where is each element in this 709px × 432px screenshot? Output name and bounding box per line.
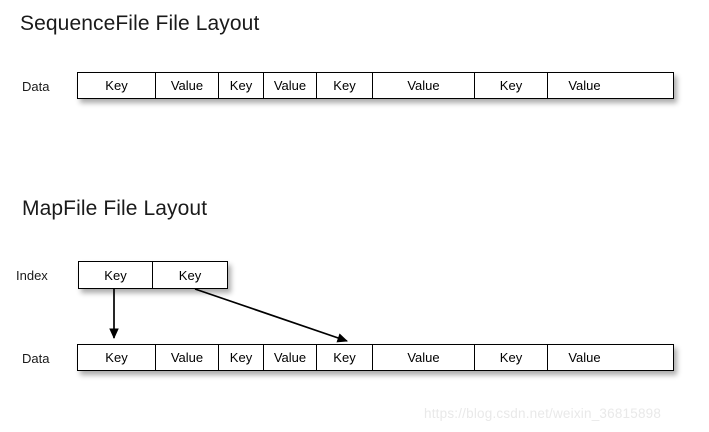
data-cell-value-3: Value (373, 73, 475, 98)
mapfile-index-row: Key Key (78, 261, 228, 289)
data-cell-key-3: Key (317, 73, 373, 98)
index-row-label: Index (16, 268, 48, 283)
mapfile-data-cell-key-4: Key (475, 345, 548, 370)
sequencefile-data-row: Key Value Key Value Key Value Key Value (77, 72, 674, 99)
data-cell-key-1: Key (78, 73, 156, 98)
data-cell-value-1: Value (156, 73, 219, 98)
data-cell-key-2: Key (219, 73, 264, 98)
csdn-watermark: https://blog.csdn.net/weixin_36815898 (424, 406, 662, 421)
data-cell-key-4: Key (475, 73, 548, 98)
index-cell-key-1: Key (79, 262, 153, 288)
mapfile-section-title: MapFile File Layout (22, 197, 208, 220)
index-cell-key-2: Key (153, 262, 227, 288)
mapfile-data-cell-value-1: Value (156, 345, 219, 370)
mapfile-data-row: Key Value Key Value Key Value Key Value (77, 344, 674, 371)
data-cell-value-2: Value (264, 73, 317, 98)
arrow-index-key-2-to-data-key-3 (194, 288, 348, 343)
data-cell-value-4: Value (548, 73, 621, 98)
mapfile-data-cell-value-4: Value (548, 345, 621, 370)
mapfile-data-cell-key-3: Key (317, 345, 373, 370)
sequencefile-section-title: SequenceFile File Layout (20, 12, 260, 35)
data-row-label-sequencefile: Data (22, 79, 50, 94)
data-row-label-mapfile: Data (22, 351, 50, 366)
mapfile-data-cell-value-3: Value (373, 345, 475, 370)
mapfile-data-cell-key-1: Key (78, 345, 156, 370)
mapfile-data-cell-key-2: Key (219, 345, 264, 370)
mapfile-data-cell-value-2: Value (264, 345, 317, 370)
